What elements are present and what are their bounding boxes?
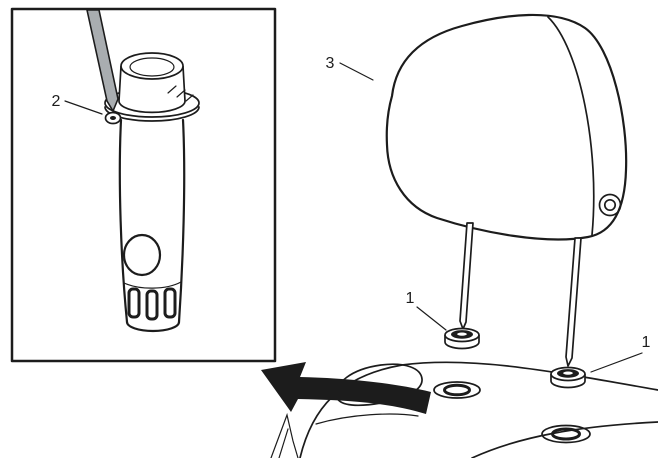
headrest-side-crease bbox=[547, 16, 595, 236]
guide-sleeve bbox=[104, 52, 200, 333]
callout-1-left: 1 bbox=[406, 290, 415, 307]
headrest-post-left bbox=[459, 222, 474, 330]
leader-line-3 bbox=[339, 62, 374, 81]
grommet-right bbox=[550, 366, 586, 389]
callout-1-right: 1 bbox=[642, 334, 651, 351]
leader-line-1-left bbox=[416, 306, 447, 331]
sleeve-window bbox=[122, 233, 162, 277]
seat-seam-oval bbox=[335, 363, 423, 407]
callout-2: 2 bbox=[52, 93, 61, 110]
leader-line-2 bbox=[64, 100, 103, 115]
release-tool bbox=[86, 9, 119, 112]
detail-arrow bbox=[261, 362, 431, 414]
fabric-crease-mark bbox=[270, 412, 299, 458]
post-hole-left bbox=[433, 381, 481, 399]
callouts: 2 3 1 1 bbox=[52, 55, 651, 373]
seat-seam-echo bbox=[315, 413, 419, 425]
leader-line-1-right bbox=[590, 352, 643, 373]
callout-3: 3 bbox=[326, 55, 335, 72]
post-hole-right bbox=[541, 424, 591, 444]
seat-contour-main bbox=[299, 361, 658, 458]
fabric-crease-mark-inner bbox=[278, 428, 289, 458]
headrest-outline bbox=[385, 13, 628, 241]
headrest bbox=[385, 13, 628, 241]
guide-retainer-clip bbox=[104, 111, 122, 125]
grommet-left bbox=[444, 327, 480, 350]
headrest-button bbox=[598, 193, 622, 217]
headrest-post-right bbox=[565, 237, 582, 367]
seatback-surface bbox=[270, 361, 658, 458]
inset-detail-box bbox=[10, 7, 277, 363]
sleeve-ratchet-slots bbox=[127, 287, 177, 321]
tool-shaft bbox=[86, 9, 119, 112]
